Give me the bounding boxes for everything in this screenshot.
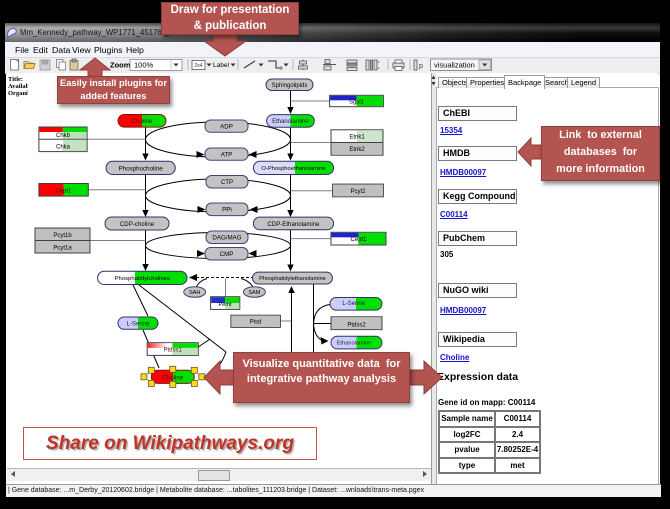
svg-text:2x4: 2x4 [194,63,202,69]
svg-text:Choline: Choline [162,375,184,382]
svg-text:Cept1: Cept1 [55,188,72,194]
svg-text:visualization: visualization [434,61,475,70]
svg-text:Ethanolamine: Ethanolamine [337,341,372,347]
svg-text:Ethanolamine: Ethanolamine [272,119,309,125]
svg-text:O-Phosphoethanolamine: O-Phosphoethanolamine [261,166,325,172]
svg-text:CTP: CTP [221,179,233,186]
svg-text:PPi: PPi [222,207,232,214]
svg-text:Phosphatidylcholines: Phosphatidylcholines [115,276,170,282]
svg-text:Pemt: Pemt [218,302,232,308]
svg-text:100%: 100% [134,61,154,70]
svg-text:Label: Label [213,62,229,69]
svg-text:Pcyt1b: Pcyt1b [53,233,72,239]
svg-text:Etnk2: Etnk2 [349,147,365,153]
svg-text:Phosphocholine: Phosphocholine [119,165,164,172]
svg-text:CMP: CMP [220,251,234,258]
svg-text:SAH: SAH [189,290,201,296]
svg-text:Zoom:: Zoom: [110,61,133,70]
svg-text:CDP-Ethanolamine: CDP-Ethanolamine [267,221,320,228]
svg-text:Chka: Chka [56,144,71,150]
svg-text:Pisd: Pisd [250,320,262,326]
svg-text:DAG/MAG: DAG/MAG [212,234,241,241]
svg-text:Sphingolipids: Sphingolipids [272,83,308,89]
svg-text:SAM: SAM [248,290,260,296]
svg-text:Etnk1: Etnk1 [349,134,365,140]
svg-text:Pcyt1a: Pcyt1a [53,246,72,252]
svg-text:Ptdss2: Ptdss2 [347,322,366,328]
svg-text:p: p [419,63,423,70]
svg-text:ADP: ADP [220,123,233,130]
svg-text:L-Serine: L-Serine [342,301,365,307]
svg-text:Sgpl1: Sgpl1 [349,100,364,106]
svg-text:ATP: ATP [221,151,233,158]
svg-text:Chkb: Chkb [56,133,71,139]
svg-text:Ptdss1: Ptdss1 [164,348,183,354]
svg-text:Choline: Choline [132,118,153,125]
svg-text:Pcyt2: Pcyt2 [350,189,366,195]
svg-text:L-Serine: L-Serine [127,321,150,327]
svg-text:CDP-choline: CDP-choline [120,221,155,228]
svg-text:Phosphatidylethanolamine: Phosphatidylethanolamine [259,276,326,282]
svg-text:Cept1: Cept1 [350,237,367,243]
